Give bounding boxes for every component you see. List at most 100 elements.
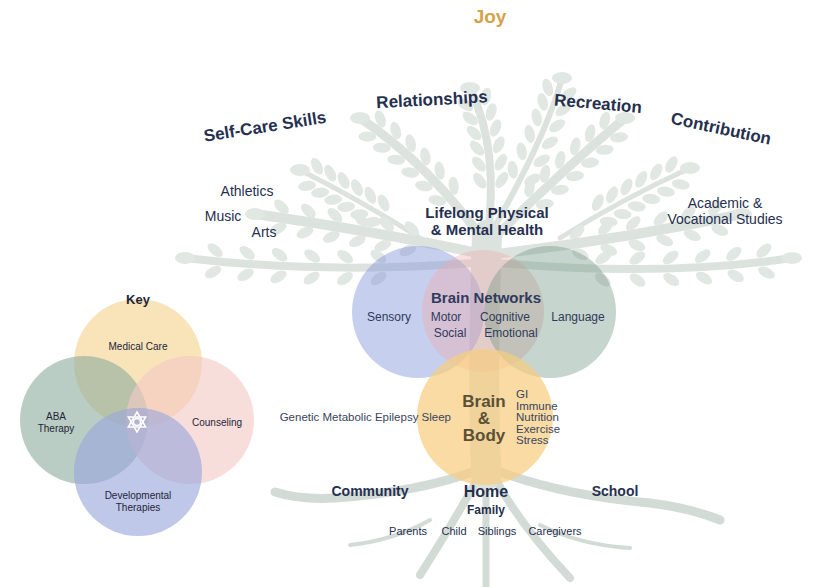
- diagram-label: Siblings: [478, 525, 517, 538]
- diagram-label: Key: [126, 293, 150, 308]
- tree-leaf: [642, 193, 661, 205]
- tree-leaf: [464, 123, 484, 142]
- node-text: Brain Networks: [431, 289, 541, 306]
- tree-leaf: [373, 142, 392, 153]
- tree-leaf: [401, 166, 420, 179]
- legend-text: Developmental Therapies: [105, 490, 172, 513]
- root: [350, 520, 430, 545]
- legend-text: Medical Care: [109, 341, 168, 353]
- tree-leaf: [237, 243, 257, 262]
- tree-leaf: [656, 185, 675, 198]
- node-text: Social: [434, 327, 467, 341]
- diagram-label: Community: [332, 483, 409, 499]
- tree-leaf: [647, 162, 664, 183]
- node-text: Cognitive: [480, 311, 530, 325]
- tree-leaf: [335, 269, 355, 287]
- tree-leaf: [335, 170, 352, 191]
- tree-leaf: [322, 163, 339, 184]
- tree-leaf: [694, 269, 715, 287]
- tree-leaf: [490, 135, 507, 156]
- tree-leaf: [404, 133, 418, 153]
- tree-leaf: [235, 266, 256, 284]
- tree-leaf: [469, 154, 488, 174]
- tree-leaf: [350, 112, 370, 124]
- tree-leaf: [350, 209, 369, 221]
- diagram-label: Athletics: [221, 183, 274, 199]
- tree-leaf: [618, 177, 635, 198]
- diagram-label: Arts: [252, 224, 277, 240]
- tree-leaf: [470, 170, 489, 190]
- tree-leaf: [175, 252, 195, 264]
- legend-text: ABA Therapy: [38, 411, 75, 434]
- root: [495, 470, 720, 520]
- diagram-label: Music: [205, 208, 242, 224]
- tree-leaf: [547, 117, 568, 135]
- tree-leaf: [540, 134, 561, 152]
- tree-leaf: [682, 227, 703, 243]
- diagram-label: Caregivers: [528, 525, 581, 538]
- tree-leaf: [269, 245, 289, 264]
- diagram-label: Contribution: [669, 109, 773, 149]
- diagram-label: Lifelong Physical & Mental Health: [372, 204, 602, 239]
- tree-leaf: [693, 247, 713, 266]
- diagram-label: Self-Care Skills: [202, 108, 327, 147]
- node-text: GI Immune Nutrition Exercise Stress: [516, 389, 560, 447]
- tree-leaf: [552, 72, 572, 84]
- tree-leaf: [467, 138, 487, 158]
- tree-leaf: [337, 201, 356, 213]
- tree-leaf: [610, 132, 629, 144]
- node-text: Emotional: [484, 327, 537, 341]
- tree-leaf: [448, 176, 460, 195]
- tree-roots: [275, 470, 720, 586]
- diagram-label: Recreation: [553, 90, 642, 117]
- tree-leaf: [627, 200, 646, 212]
- tree-leaf: [680, 162, 700, 174]
- node-text: Genetic Metabolic Epilepsy Sleep: [280, 411, 451, 424]
- sun-glow: [340, 0, 640, 90]
- tree-leaf: [272, 197, 292, 217]
- tree-leaf: [725, 267, 746, 285]
- tree-leaf: [302, 247, 322, 266]
- tree-leaf: [245, 208, 265, 220]
- tree-leaf: [387, 154, 406, 166]
- tree-leaf: [567, 222, 587, 242]
- tree-leaf: [550, 184, 569, 196]
- tree-leaf: [419, 147, 432, 167]
- tree-leaf: [414, 179, 434, 192]
- tree-leaf: [290, 164, 310, 176]
- node-text: Language: [551, 311, 604, 325]
- tree-leaf: [203, 263, 224, 281]
- tree-leaf: [589, 192, 606, 213]
- tree-leaf: [375, 193, 392, 214]
- tree-leaf: [507, 160, 519, 179]
- tree-leaf: [583, 123, 597, 143]
- legend-text: Counseling: [192, 417, 242, 429]
- tree-leaf: [515, 142, 528, 161]
- tree-leaf: [580, 157, 599, 169]
- tree-leaf: [627, 271, 647, 289]
- tree-branch: [300, 170, 420, 238]
- tree-leaf: [205, 241, 225, 260]
- tree-leaf: [782, 252, 802, 264]
- tree-leaf: [268, 268, 289, 286]
- tree-leaf: [754, 241, 774, 260]
- tree-leaf: [660, 248, 680, 267]
- tree-leaf: [568, 136, 582, 156]
- tree-leaf: [724, 244, 744, 263]
- tree-leaf: [487, 118, 503, 138]
- diagram-label: Academic & Vocational Studies: [650, 195, 800, 227]
- tree-leaf: [627, 237, 648, 254]
- tree-leaf: [492, 152, 510, 173]
- tree-leaf: [388, 121, 403, 141]
- tree-leaf: [530, 108, 544, 128]
- tree-leaf: [663, 154, 681, 175]
- tree-leaf: [565, 170, 584, 182]
- tree-leaf: [523, 178, 536, 198]
- node-text: Motor: [431, 311, 462, 325]
- tree-leaf: [433, 161, 446, 180]
- tree-leaf: [308, 156, 325, 177]
- brain-circle: Genetic Metabolic Epilepsy SleepBrain & …: [417, 349, 553, 485]
- tree-leaf: [661, 270, 682, 288]
- tree-leaf: [604, 184, 621, 205]
